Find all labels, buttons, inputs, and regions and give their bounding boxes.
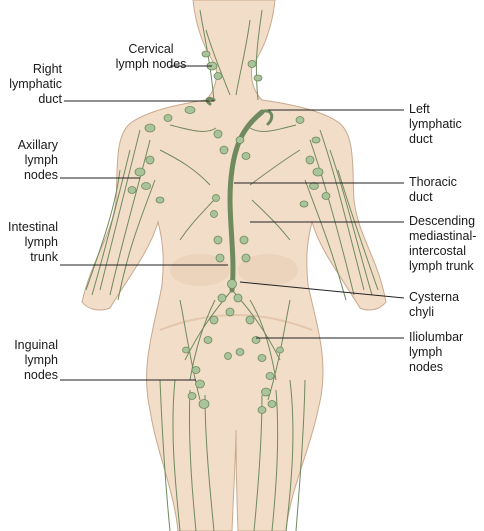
label-axillary-lymph-nodes: Axillary lymph nodes bbox=[17, 138, 58, 182]
label-thoracic-duct: Thoracic duct bbox=[409, 175, 457, 204]
label-right-lymphatic-duct: Right lymphatic duct bbox=[9, 62, 62, 106]
label-left-lymphatic-duct: Left lymphatic duct bbox=[409, 102, 462, 146]
lymph-nodes bbox=[127, 50, 331, 414]
label-descending-trunk: Descending mediastinal- intercostal lymp… bbox=[409, 214, 477, 273]
label-cervical-lymph-nodes: Cervical lymph nodes bbox=[115, 42, 187, 71]
lymph-vessels bbox=[205, 96, 274, 293]
label-intestinal-lymph-trunk: Intestinal lymph trunk bbox=[7, 220, 58, 264]
leader-lines bbox=[60, 65, 405, 381]
label-iliolumbar-lymph-nodes: Iliolumbar lymph nodes bbox=[409, 330, 464, 374]
leader-cysterna bbox=[239, 281, 405, 299]
label-cysterna-chyli: Cysterna chyli bbox=[409, 290, 460, 319]
body-shade bbox=[238, 254, 298, 286]
label-inguinal-lymph-nodes: Inguinal lymph nodes bbox=[14, 338, 58, 382]
body-shade bbox=[170, 254, 230, 286]
lymph-vessel-network bbox=[85, 9, 379, 531]
hip-shade bbox=[159, 314, 313, 331]
